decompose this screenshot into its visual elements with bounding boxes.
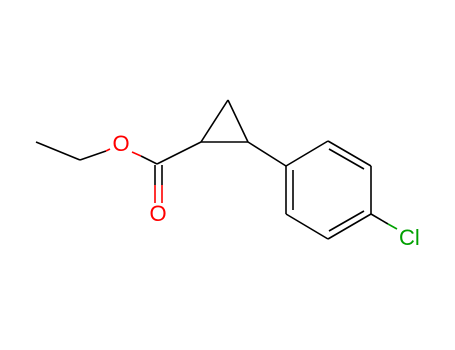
bond-benzene-inner-1 (328, 148, 365, 170)
chlorine-label: Cl (399, 225, 420, 250)
bond-benzene-5 (285, 213, 329, 240)
bond-methylene-ester-oxygen (79, 150, 107, 161)
bond-methyl-methylene (35, 141, 81, 161)
bond-aryl-chlorine-green (387, 223, 398, 230)
bond-benzene-4 (327, 213, 372, 240)
bond-ester-oxygen-carbonyl-red (131, 151, 142, 157)
bond-aryl-chlorine (370, 213, 389, 225)
bond-benzene-1 (285, 140, 329, 167)
bond-carbonyl-cyclopropane (156, 141, 202, 165)
bond-benzene-2 (327, 140, 372, 167)
bond-methylene-ester-oxygen-red (105, 148, 111, 152)
ester-oxygen-label: O (112, 131, 129, 156)
bond-ring-c2-c3 (227, 99, 249, 143)
bond-benzene-inner-2 (328, 210, 365, 232)
carbonyl-oxygen-label: O (149, 201, 166, 226)
bond-ester-oxygen-carbonyl (140, 155, 158, 165)
bond-cyclopropane-phenyl (247, 141, 287, 167)
bond-ring-c1-c2 (200, 99, 229, 143)
